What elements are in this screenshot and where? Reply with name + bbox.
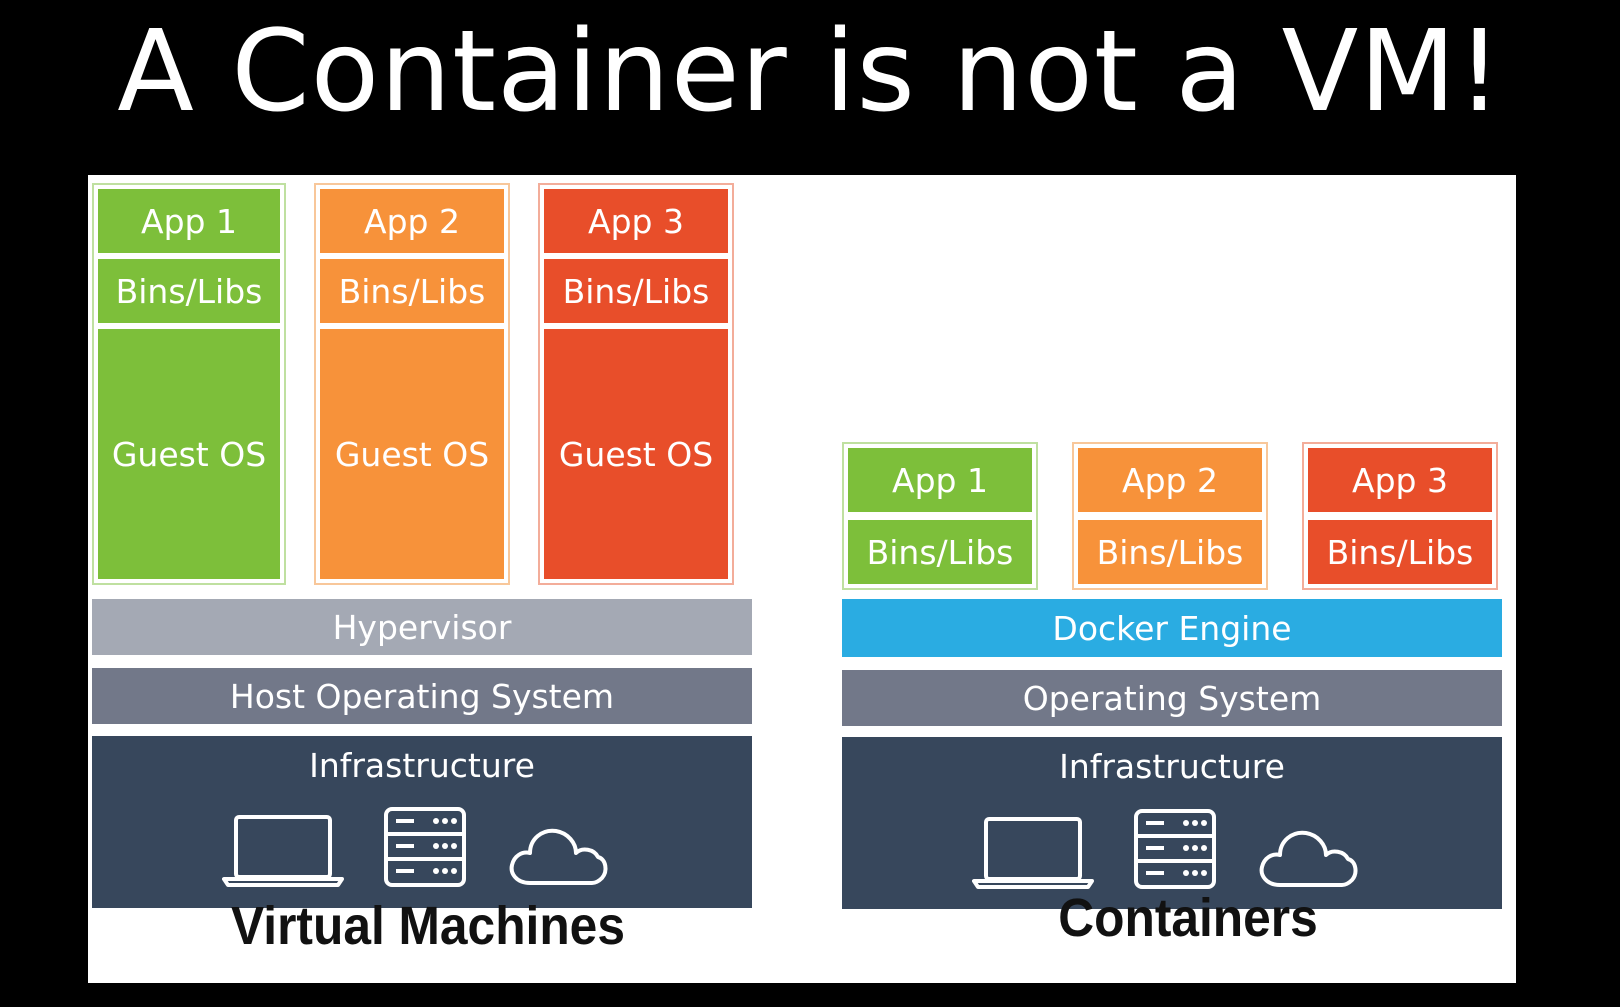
server-icon <box>384 807 466 887</box>
diagram-panel: App 1 Bins/Libs Guest OS App 2 Bins/Libs… <box>88 175 1516 983</box>
containers-caption: Containers <box>1058 888 1318 948</box>
docker-engine-layer: Docker Engine <box>842 599 1502 657</box>
laptop-icon <box>222 815 344 887</box>
vm-app-2: App 2 <box>320 189 504 253</box>
cloud-icon <box>1259 830 1358 887</box>
host-os-layer: Host Operating System <box>92 668 752 724</box>
container-column-3: App 3 Bins/Libs <box>1302 442 1498 590</box>
container-app-1: App 1 <box>848 448 1032 512</box>
vm-caption: Virtual Machines <box>231 896 625 956</box>
vm-infrastructure-icons <box>222 807 610 887</box>
container-infrastructure-layer: Infrastructure <box>842 737 1502 909</box>
container-column-2: App 2 Bins/Libs <box>1072 442 1268 590</box>
vm-guest-os-2: Guest OS <box>320 329 504 579</box>
vm-bins-libs-1: Bins/Libs <box>98 259 280 323</box>
vm-column-3: App 3 Bins/Libs Guest OS <box>538 183 734 585</box>
container-bins-libs-3: Bins/Libs <box>1308 520 1492 584</box>
container-bins-libs-2: Bins/Libs <box>1078 520 1262 584</box>
container-bins-libs-1: Bins/Libs <box>848 520 1032 584</box>
vm-bins-libs-2: Bins/Libs <box>320 259 504 323</box>
vm-bins-libs-3: Bins/Libs <box>544 259 728 323</box>
container-column-1: App 1 Bins/Libs <box>842 442 1038 590</box>
vm-column-2: App 2 Bins/Libs Guest OS <box>314 183 510 585</box>
cloud-icon <box>509 828 608 885</box>
vm-guest-os-1: Guest OS <box>98 329 280 579</box>
container-app-3: App 3 <box>1308 448 1492 512</box>
server-icon <box>1134 809 1216 889</box>
container-infrastructure-label: Infrastructure <box>1059 747 1285 786</box>
vm-app-1: App 1 <box>98 189 280 253</box>
vm-column-1: App 1 Bins/Libs Guest OS <box>92 183 286 585</box>
vm-guest-os-3: Guest OS <box>544 329 728 579</box>
operating-system-layer: Operating System <box>842 670 1502 726</box>
slide-title: A Container is not a VM! <box>117 7 1503 137</box>
container-infrastructure-icons <box>972 809 1360 889</box>
vm-infrastructure-layer: Infrastructure <box>92 736 752 908</box>
container-app-2: App 2 <box>1078 448 1262 512</box>
hypervisor-layer: Hypervisor <box>92 599 752 655</box>
laptop-icon <box>972 817 1094 889</box>
vm-app-3: App 3 <box>544 189 728 253</box>
vm-infrastructure-label: Infrastructure <box>309 746 535 785</box>
